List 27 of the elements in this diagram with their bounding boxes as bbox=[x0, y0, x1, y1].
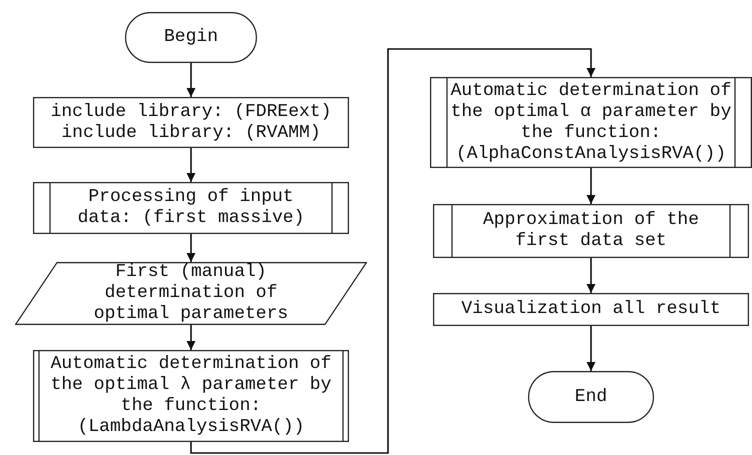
arrow bbox=[586, 326, 596, 371]
process-box bbox=[433, 293, 749, 326]
step-text: Visualization all result bbox=[461, 299, 721, 320]
step-text: Approximation of the first data set bbox=[482, 210, 700, 252]
predefined-process-box bbox=[433, 204, 749, 258]
input-output-parallelogram bbox=[15, 262, 367, 325]
arrow bbox=[186, 63, 196, 97]
arrow bbox=[190, 48, 596, 454]
process-box bbox=[33, 97, 349, 148]
step-text: Begin bbox=[164, 27, 218, 48]
predefined-process-box bbox=[430, 77, 752, 168]
predefined-process-box bbox=[33, 182, 349, 234]
arrow bbox=[586, 258, 596, 293]
step-text: End bbox=[574, 386, 608, 408]
arrow bbox=[186, 325, 196, 350]
step-text: Automatic determination of the optimal α parameter by the function: (AlphaConstAnalysisRVA()) bbox=[450, 80, 732, 164]
terminator-shape bbox=[125, 12, 257, 63]
step-text: Processing of input data: (first massive) bbox=[76, 187, 306, 229]
step-text: include library: (RVAMM) bbox=[61, 122, 321, 144]
step-text: include library: (FDREext) bbox=[50, 102, 332, 122]
step-text: Automatic determination of the optimal λ parameter by the function: (LambdaAnalysisRVA()) bbox=[50, 354, 332, 438]
arrow bbox=[186, 234, 196, 262]
arrow bbox=[186, 148, 196, 182]
arrow bbox=[586, 168, 596, 204]
terminator-shape bbox=[528, 371, 654, 423]
predefined-process-box bbox=[33, 350, 349, 442]
step-text: First (manual) determination of optimal parameters bbox=[92, 262, 290, 325]
